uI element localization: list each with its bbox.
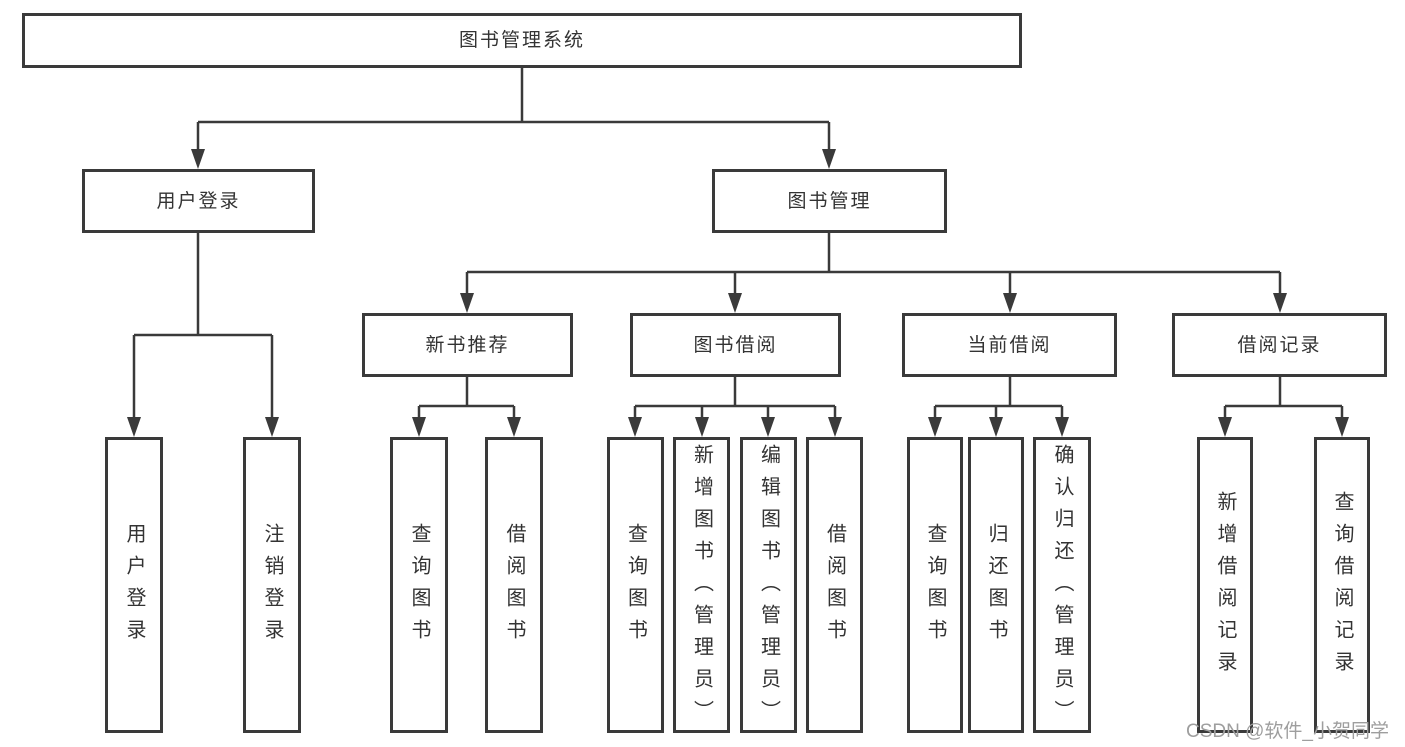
connector-userlogin-to-leaves xyxy=(132,233,274,419)
node-new-book-recommendation: 新书推荐 xyxy=(362,313,573,377)
arrowhead xyxy=(761,417,775,437)
leaf-user-login: 用户登录 xyxy=(105,437,163,733)
node-root: 图书管理系统 xyxy=(22,13,1022,68)
arrowhead xyxy=(1218,417,1232,437)
watermark-text: CSDN @软件_小贺同学 xyxy=(1186,721,1389,742)
connector-borrow-to-leaves xyxy=(633,377,837,420)
node-current-borrowing: 当前借阅 xyxy=(902,313,1117,377)
arrowhead xyxy=(460,293,474,313)
arrowhead xyxy=(127,417,141,437)
connector-bookmgmt-to-level3 xyxy=(465,233,1282,295)
connector-root-to-level2 xyxy=(196,68,831,151)
arrowhead xyxy=(507,417,521,437)
arrowhead xyxy=(191,149,205,169)
arrowhead xyxy=(695,417,709,437)
leaf-bb-query-books: 查询图书 xyxy=(607,437,664,733)
node-book-management: 图书管理 xyxy=(712,169,947,233)
leaf-br-query-record: 查询借阅记录 xyxy=(1314,437,1370,733)
connector-current-to-leaves xyxy=(933,377,1064,420)
leaf-cb-query-books: 查询图书 xyxy=(907,437,963,733)
leaf-bb-edit-books-admin: 编辑图书（管理员） xyxy=(740,437,797,733)
leaf-br-add-record: 新增借阅记录 xyxy=(1197,437,1253,733)
arrowhead xyxy=(928,417,942,437)
arrowhead xyxy=(822,149,836,169)
arrowhead xyxy=(828,417,842,437)
node-user-login: 用户登录 xyxy=(82,169,315,233)
arrowhead xyxy=(728,293,742,313)
arrowhead xyxy=(265,417,279,437)
node-borrowing-records: 借阅记录 xyxy=(1172,313,1387,377)
leaf-rec-query-books: 查询图书 xyxy=(390,437,448,733)
leaf-rec-borrow-books: 借阅图书 xyxy=(485,437,543,733)
leaf-cb-return-books: 归还图书 xyxy=(968,437,1024,733)
arrowhead xyxy=(1055,417,1069,437)
arrowhead xyxy=(1273,293,1287,313)
arrowhead xyxy=(1335,417,1349,437)
connector-records-to-leaves xyxy=(1223,377,1344,420)
connector-rec-to-leaves xyxy=(417,377,516,420)
leaf-bb-add-books-admin: 新增图书（管理员） xyxy=(673,437,730,733)
leaf-logout: 注销登录 xyxy=(243,437,301,733)
node-book-borrowing: 图书借阅 xyxy=(630,313,841,377)
leaf-cb-confirm-return-admin: 确认归还（管理员） xyxy=(1033,437,1091,733)
arrowhead xyxy=(1003,293,1017,313)
leaf-bb-borrow-books: 借阅图书 xyxy=(806,437,863,733)
arrowhead xyxy=(412,417,426,437)
arrowhead xyxy=(989,417,1003,437)
arrowhead xyxy=(628,417,642,437)
